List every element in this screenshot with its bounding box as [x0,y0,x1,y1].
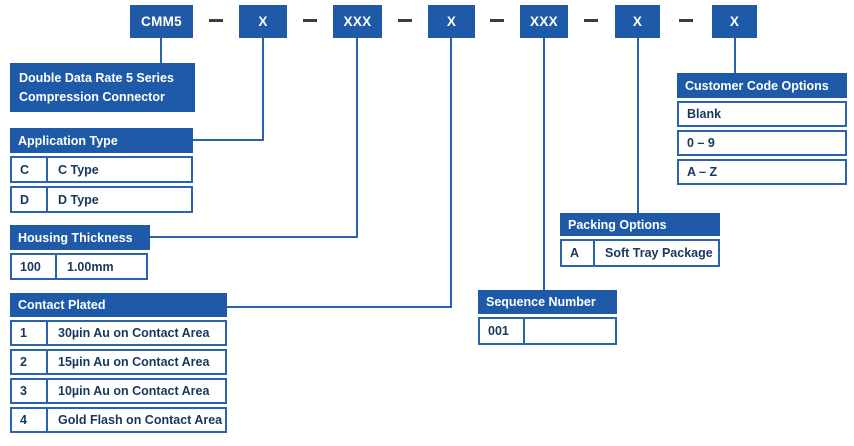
table-row: 4 Gold Flash on Contact Area [10,407,227,433]
description-cell [525,319,615,343]
table-row: 3 10µin Au on Contact Area [10,378,227,404]
part-number-segment-sequence-number: XXX [520,5,568,38]
description-cell: 15µin Au on Contact Area [58,355,210,369]
housing-thickness-header: Housing Thickness [10,225,150,250]
code-cell: C [12,158,48,181]
contact-plated-table: Contact Plated 1 30µin Au on Contact Are… [10,293,227,433]
customer-code-options-header: Customer Code Options [677,73,847,98]
application-type-table: Application Type C C Type D D Type [10,128,193,213]
connector-line-housing-thickness [356,38,358,238]
description-cell: D Type [58,192,99,207]
description-cell: Gold Flash on Contact Area [58,413,223,427]
dash-separator [209,19,223,22]
housing-thickness-table: Housing Thickness 100 1.00mm [10,225,150,280]
code-cell: 3 [12,380,48,402]
code-cell: 001 [480,319,525,343]
part-number-segment-customer-code: X [712,5,757,38]
description-cell: 1.00mm [67,259,114,274]
connector-line-sequence-number [543,38,545,290]
series-description-line2: Compression Connector [19,89,165,104]
dash-separator [490,19,504,22]
table-row: 2 15µin Au on Contact Area [10,349,227,375]
customer-code-options-table: Customer Code Options Blank 0 – 9 A – Z [677,73,847,185]
part-number-segment-series: CMM5 [130,5,193,38]
connector-line-packing-options [637,38,639,213]
connector-line-application-type [262,38,264,141]
option-cell: A – Z [687,165,718,179]
connector-line-contact-plated [227,306,452,308]
table-row: A – Z [677,159,847,185]
packing-options-header: Packing Options [560,213,720,236]
part-number-segment-application-type: X [239,5,287,38]
table-row: 1 30µin Au on Contact Area [10,320,227,346]
contact-plated-header: Contact Plated [10,293,227,317]
connector-line-contact-plated [450,38,452,308]
description-cell: Soft Tray Package [605,246,713,260]
table-row: 001 [478,317,617,345]
packing-options-table: Packing Options A Soft Tray Package [560,213,720,267]
description-cell: 10µin Au on Contact Area [58,384,210,398]
description-cell: 30µin Au on Contact Area [58,326,210,340]
dash-separator [584,19,598,22]
table-row: Blank [677,101,847,127]
connector-line-customer-code [734,38,736,73]
table-row: D D Type [10,186,193,213]
part-number-segment-contact-plated: X [428,5,475,38]
series-description-box: Double Data Rate 5 Series Compression Co… [10,63,195,112]
option-cell: 0 – 9 [687,136,715,150]
part-number-segment-housing-thickness: XXX [333,5,382,38]
code-cell: 2 [12,351,48,373]
table-row: C C Type [10,156,193,183]
table-row: 0 – 9 [677,130,847,156]
dash-separator [303,19,317,22]
code-cell: 1 [12,322,48,344]
connector-line-application-type [193,139,264,141]
table-row: A Soft Tray Package [560,239,720,267]
connector-line-series [160,38,162,63]
code-cell: A [562,241,595,265]
code-cell: 4 [12,409,48,431]
code-cell: 100 [12,255,57,278]
application-type-header: Application Type [10,128,193,153]
connector-line-housing-thickness [150,236,358,238]
sequence-number-header: Sequence Number [478,290,617,314]
option-cell: Blank [687,107,722,121]
series-description-line1: Double Data Rate 5 Series [19,71,174,86]
table-row: 100 1.00mm [10,253,148,280]
dash-separator [679,19,693,22]
dash-separator [398,19,412,22]
description-cell: C Type [58,162,99,177]
sequence-number-table: Sequence Number 001 [478,290,617,345]
part-number-segment-packing-options: X [615,5,660,38]
code-cell: D [12,188,48,211]
